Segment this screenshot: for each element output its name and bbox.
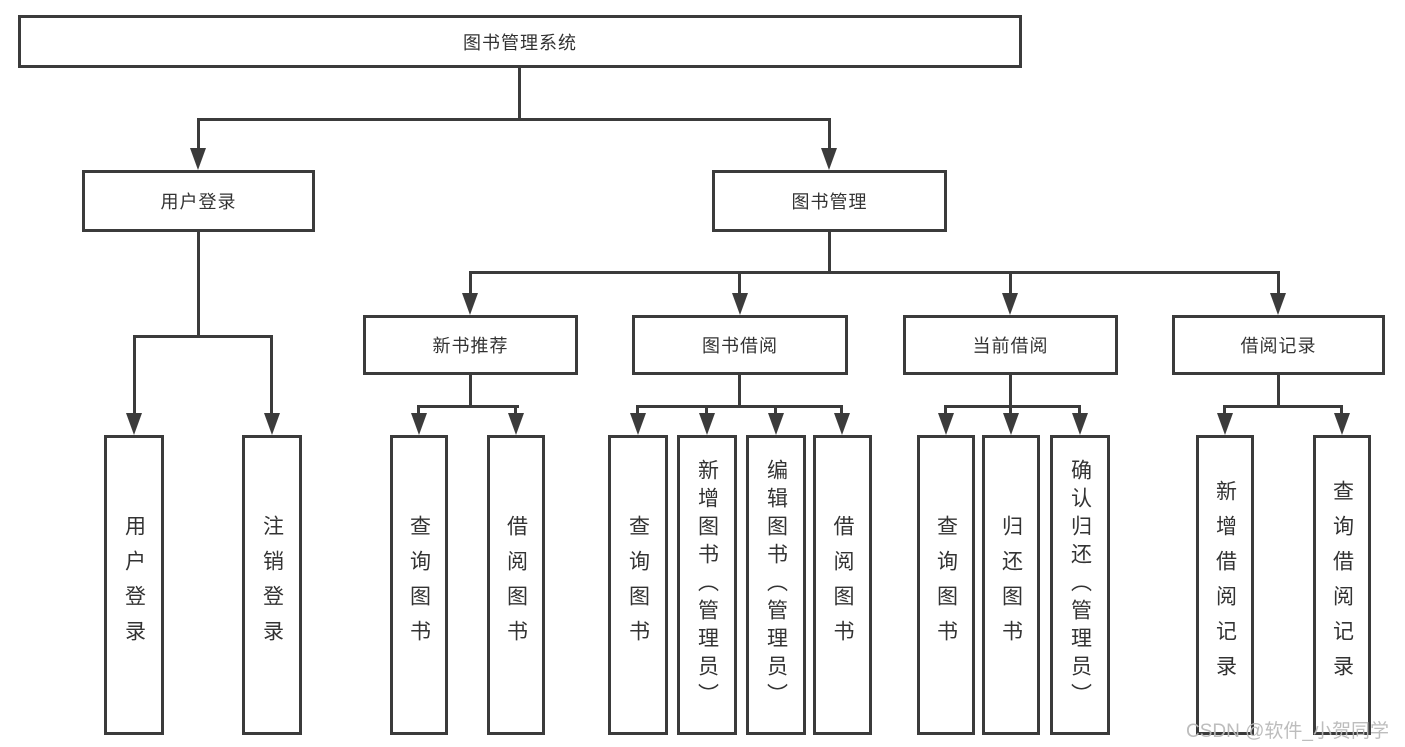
arrow-down-icon	[264, 413, 280, 435]
node-label: 新书推荐	[432, 336, 509, 356]
connector-line	[1277, 271, 1280, 295]
leaf-label: 借阅图书	[831, 515, 854, 655]
connector-line	[828, 232, 831, 274]
leaf-label: 查询图书	[407, 515, 431, 655]
arrow-down-icon	[1334, 413, 1350, 435]
node-book-borrowing: 图书借阅	[632, 315, 848, 375]
arrow-down-icon	[1072, 413, 1088, 435]
leaf-label: 新增借阅记录	[1213, 480, 1237, 690]
arrow-down-icon	[508, 413, 524, 435]
connector-line	[1340, 405, 1343, 417]
connector-line	[417, 405, 420, 417]
connector-line	[636, 405, 639, 417]
leaf-label: 归还图书	[999, 515, 1023, 655]
leaf-borrow-books: 借阅图书	[813, 435, 872, 735]
arrow-down-icon	[126, 413, 142, 435]
node-book-management: 图书管理	[712, 170, 947, 232]
connector-line	[197, 232, 200, 338]
arrow-down-icon	[821, 148, 837, 170]
leaf-logout: 注销登录	[242, 435, 302, 735]
connector-line	[1009, 405, 1012, 417]
leaf-label: 查询图书	[626, 515, 650, 655]
node-label: 当前借阅	[972, 336, 1049, 356]
connector-line	[469, 375, 472, 408]
node-label: 用户登录	[160, 192, 237, 212]
csdn-watermark: CSDN @软件_小贺同学	[1186, 721, 1389, 742]
arrow-down-icon	[938, 413, 954, 435]
connector-line	[469, 271, 472, 295]
arrow-down-icon	[462, 293, 478, 315]
connector-line	[469, 271, 1280, 274]
connector-line	[840, 405, 843, 417]
leaf-user-login: 用户登录	[104, 435, 164, 735]
arrow-down-icon	[1217, 413, 1233, 435]
connector-line	[774, 405, 777, 417]
leaf-query-books-current: 查询图书	[917, 435, 975, 735]
node-current-borrowing: 当前借阅	[903, 315, 1118, 375]
leaf-label: 确认归还（管理员）	[1068, 459, 1092, 711]
leaf-borrow-books-recommendation: 借阅图书	[487, 435, 545, 735]
connector-line	[828, 118, 831, 150]
connector-line	[738, 375, 741, 408]
connector-line	[133, 335, 273, 338]
leaf-query-books-recommendation: 查询图书	[390, 435, 448, 735]
node-label: 借阅记录	[1240, 336, 1317, 356]
connector-line	[133, 335, 136, 415]
arrow-down-icon	[768, 413, 784, 435]
leaf-label: 查询图书	[934, 515, 958, 655]
connector-line	[944, 405, 947, 417]
arrow-down-icon	[1002, 293, 1018, 315]
arrow-down-icon	[190, 148, 206, 170]
leaf-label: 用户登录	[122, 515, 146, 655]
leaf-edit-books-admin: 编辑图书（管理员）	[746, 435, 806, 735]
node-new-book-recommendation: 新书推荐	[363, 315, 578, 375]
leaf-label: 借阅图书	[504, 515, 528, 655]
connector-line	[417, 405, 519, 408]
connector-line	[1277, 375, 1280, 408]
connector-line	[636, 405, 843, 408]
connector-line	[1009, 375, 1012, 408]
leaf-add-books-admin: 新增图书（管理员）	[677, 435, 737, 735]
connector-line	[518, 68, 521, 121]
connector-line	[705, 405, 708, 417]
arrow-down-icon	[630, 413, 646, 435]
node-label: 图书管理	[791, 192, 868, 212]
leaf-label: 查询借阅记录	[1330, 480, 1354, 690]
leaf-label: 编辑图书（管理员）	[764, 459, 788, 711]
node-label: 图书借阅	[702, 336, 778, 356]
arrow-down-icon	[732, 293, 748, 315]
node-borrowing-records: 借阅记录	[1172, 315, 1385, 375]
connector-line	[738, 271, 741, 295]
connector-line	[197, 118, 831, 121]
arrow-down-icon	[834, 413, 850, 435]
connector-line	[1009, 271, 1012, 295]
leaf-label: 新增图书（管理员）	[695, 459, 719, 711]
connector-line	[514, 405, 517, 417]
connector-line	[944, 405, 1081, 408]
arrow-down-icon	[411, 413, 427, 435]
leaf-return-books: 归还图书	[982, 435, 1040, 735]
connector-line	[1223, 405, 1343, 408]
arrow-down-icon	[1270, 293, 1286, 315]
leaf-add-borrow-record: 新增借阅记录	[1196, 435, 1254, 735]
connector-line	[197, 118, 200, 150]
arrow-down-icon	[1003, 413, 1019, 435]
node-label: 图书管理系统	[463, 32, 577, 53]
connector-line	[1078, 405, 1081, 417]
arrow-down-icon	[699, 413, 715, 435]
node-library-management-system: 图书管理系统	[18, 15, 1022, 68]
leaf-query-borrow-record: 查询借阅记录	[1313, 435, 1371, 735]
leaf-query-books-borrowing: 查询图书	[608, 435, 668, 735]
connector-line	[270, 335, 273, 415]
leaf-confirm-return-admin: 确认归还（管理员）	[1050, 435, 1110, 735]
connector-line	[1223, 405, 1226, 417]
leaf-label: 注销登录	[260, 515, 284, 655]
node-user-login: 用户登录	[82, 170, 315, 232]
